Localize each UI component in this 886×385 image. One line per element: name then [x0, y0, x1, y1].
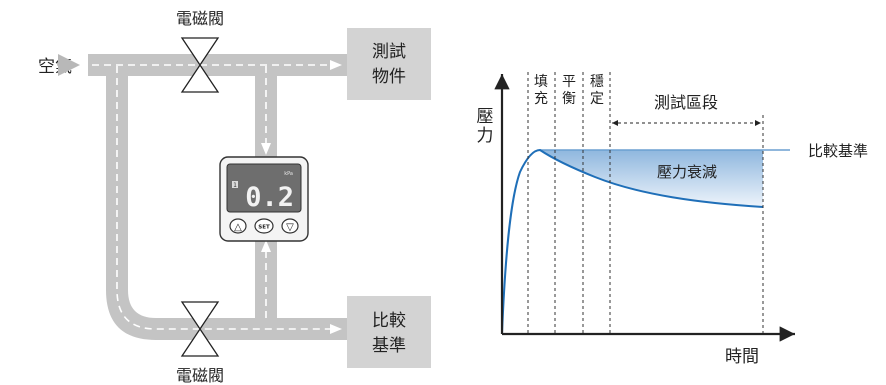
flow-arrow-bottom [330, 324, 342, 334]
gauge-button-up[interactable]: △ [229, 218, 247, 234]
reference-box [347, 296, 431, 368]
gauge-button-set-label: SET [258, 225, 270, 231]
gauge-channel-indicator [232, 181, 238, 188]
gauge-unit: kPa [284, 171, 293, 177]
pressure-decay-area [540, 150, 763, 207]
flow-arrows [261, 60, 342, 334]
phase-fill-label-1: 填 [534, 74, 548, 90]
flow-arrow-down [261, 143, 271, 155]
y-axis-label-1: 壓 [477, 107, 494, 127]
reference-label-2: 基準 [372, 336, 406, 356]
pressure-curve [501, 148, 764, 335]
gauge-button-up-icon: △ [234, 222, 242, 233]
y-axis-label-2: 力 [477, 126, 494, 146]
test-section-label: 測試區段 [654, 93, 718, 112]
reference-line-label: 比較基準 [808, 142, 868, 160]
flow-arrow-top [330, 60, 342, 70]
gauge-button-set[interactable]: SET [254, 218, 274, 234]
test-object-label-1: 測試 [372, 42, 406, 62]
gauge-screen [226, 163, 302, 213]
reference-label-1: 比較 [372, 311, 406, 331]
pipe-left-bottom [106, 76, 350, 340]
phase-fill-label-2: 充 [534, 91, 548, 107]
gauge-value: 0.2 [245, 182, 294, 213]
pressure-gauge: 1 kPa 0.2 △ SET ▽ [219, 156, 309, 242]
valve-top-label: 電磁閥 [176, 9, 224, 28]
pressure-chart: 壓 力 時間 填 充 平 衡 穩 定 測試區段 壓力衰減 比較基準 [477, 72, 868, 367]
phase-stable-label-1: 穩 [590, 74, 604, 90]
gauge-button-down[interactable]: ▽ [281, 218, 299, 234]
flow-arrow-up [261, 240, 271, 252]
x-axis-label: 時間 [725, 347, 759, 367]
gauge-button-down-icon: ▽ [286, 222, 294, 233]
phase-stable-label-2: 定 [590, 91, 604, 107]
valve-top-icon [180, 37, 220, 93]
flow-left-bottom [116, 66, 338, 330]
pressure-decay-label: 壓力衰減 [657, 163, 717, 181]
test-object-box [347, 28, 431, 100]
phase-balance-label-1: 平 [562, 74, 576, 90]
gauge-channel: 1 [233, 182, 237, 189]
pipe-network [88, 54, 350, 340]
air-inlet-arrow [58, 54, 80, 76]
flow-lines [92, 64, 338, 330]
phase-balance-label-2: 衡 [562, 91, 576, 107]
test-object-label-2: 物件 [372, 67, 406, 87]
valve-bottom-icon [180, 301, 220, 357]
phase-dividers [527, 72, 764, 334]
valve-bottom-label: 電磁閥 [176, 366, 224, 385]
